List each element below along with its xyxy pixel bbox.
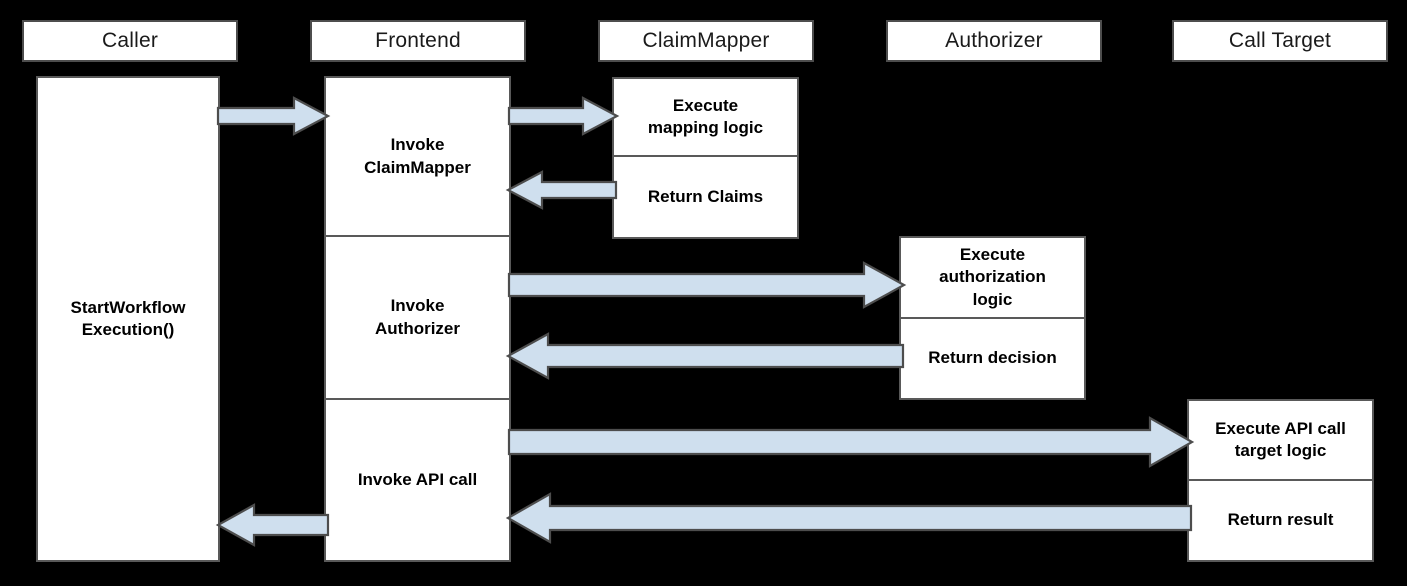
message-arrow-frontend-to-caller [215, 503, 330, 547]
message-arrow-caller-to-frontend [216, 96, 331, 136]
activation-frontend-invoke-api-call: Invoke API call [324, 399, 511, 562]
message-arrow-frontend-to-authorizer [507, 261, 907, 309]
lane-header-frontend: Frontend [310, 20, 526, 62]
lane-header-claimmapper-label: ClaimMapper [642, 29, 770, 53]
activation-calltarget-return-result: Return result [1187, 480, 1374, 562]
message-arrow-call-target-to-frontend [505, 492, 1193, 544]
activation-authorizer-return-decision: Return decision [899, 318, 1086, 400]
lane-header-authorizer-label: Authorizer [945, 29, 1043, 53]
lane-header-call-target-label: Call Target [1228, 29, 1332, 53]
lane-header-frontend-label: Frontend [375, 29, 461, 53]
lane-header-call-target: Call Target [1172, 20, 1388, 62]
message-arrow-authorizer-to-frontend [505, 332, 905, 380]
lane-header-caller-label: Caller [101, 29, 159, 53]
message-arrow-frontend-to-claimmapper [507, 96, 620, 136]
activation-claimmapper-return-claims-label: Return Claims [647, 186, 764, 206]
lane-header-caller: Caller [22, 20, 238, 62]
lane-header-authorizer: Authorizer [886, 20, 1102, 62]
lane-header-claimmapper: ClaimMapper [598, 20, 814, 62]
activation-calltarget-return-result-label: Return result [1227, 510, 1334, 530]
message-arrow-claimmapper-to-frontend [505, 170, 618, 210]
activation-frontend-invoke-api-call-label: Invoke API call [357, 469, 478, 489]
activation-authorizer-return-decision-label: Return decision [928, 348, 1057, 368]
message-arrow-frontend-to-call-target [507, 416, 1195, 468]
activation-claimmapper-return-claims: Return Claims [612, 156, 799, 239]
